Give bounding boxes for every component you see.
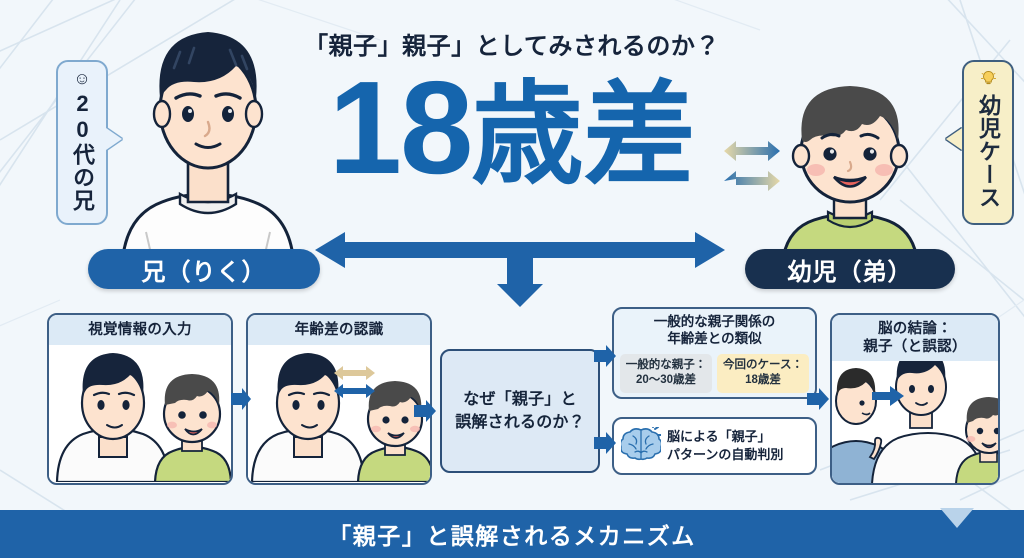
label-toddler: 幼児（弟） (745, 249, 955, 289)
lightbulb-icon (980, 70, 997, 91)
comparison-title: 一般的な親子関係の 年齢差との類似 (653, 314, 776, 346)
flow-arrow-2-to-question (414, 400, 436, 422)
brain-pattern-text: 脳による「親子」 パターンの自動判別 (667, 428, 783, 463)
flow-step-age-gap-recognition: 年齢差の認識 (246, 313, 432, 485)
comparison-panel: 一般的な親子関係の 年齢差との類似 一般的な親子： 20〜30歳差 今回のケース… (612, 307, 817, 399)
smiley-face-icon: ☺ (73, 69, 91, 88)
callout-right-label: 幼児ケース (975, 94, 1001, 209)
hero-number: 18歳差 (0, 62, 1024, 201)
flow-question-text: なぜ「親子」と 誤解されるのか？ (455, 390, 585, 431)
callout-left-brother: ☺ 20代の兄 (56, 60, 108, 225)
brain-pattern-line2: パターンの自動判別 (667, 447, 784, 462)
flow-step-1-title: 視覚情報の入力 (49, 315, 231, 346)
flow-step-2-title: 年齢差の認識 (248, 315, 430, 346)
flow-step-2-image (248, 345, 430, 483)
flow-step-visual-input: 視覚情報の入力 (47, 313, 233, 485)
callout-right-toddler: 幼児ケース (962, 60, 1014, 225)
flow-conclusion-line2: 親子（と誤認） (863, 339, 967, 356)
page-title: 「親子」親子」としてみされるのか？ (304, 33, 720, 60)
flow-conclusion-image (832, 349, 998, 483)
age-gap-connector-arrow (315, 232, 725, 307)
flow-arrow-question-to-comparison (594, 345, 616, 367)
comparison-row: 一般的な親子： 20〜30歳差 今回のケース： 18歳差 (620, 353, 809, 393)
flow-question-box: なぜ「親子」と 誤解されるのか？ (440, 349, 600, 473)
comparison-cell-typical-value: 20〜30歳差 (635, 374, 697, 387)
flow-step-conclusion: 脳の結論： 親子（と誤認） (830, 313, 1000, 485)
comparison-cell-typical-label: 一般的な親子： (625, 358, 707, 371)
hero-number-value: 18 (328, 54, 474, 201)
callout-right-tail (946, 128, 962, 150)
comparison-cell-typical: 一般的な親子： 20〜30歳差 (620, 353, 712, 393)
bottom-banner-text: 「親子」と誤解されるメカニズム (328, 523, 696, 549)
brain-pattern-line1: 脳による「親子」 (667, 429, 771, 445)
flow-arrow-1-to-2 (231, 388, 251, 410)
flow-conclusion-title: 脳の結論： 親子（と誤認） (832, 315, 998, 362)
label-brother: 兄（りく） (88, 249, 320, 289)
comparison-cell-current: 今回のケース： 18歳差 (717, 353, 809, 393)
brain-pattern-panel: 脳による「親子」 パターンの自動判別 (612, 417, 817, 475)
hero-number-unit: 歳差 (471, 72, 696, 197)
comparison-cell-current-label: 今回のケース： (723, 358, 803, 371)
comparison-cell-current-value: 18歳差 (745, 374, 781, 387)
flow-step-1-image (49, 345, 231, 483)
callout-left-tail (106, 128, 122, 150)
bottom-banner: 「親子」と誤解されるメカニズム (0, 510, 1024, 558)
flow-conclusion-line1: 脳の結論： (878, 321, 952, 337)
flow-arrow-question-to-brain (594, 432, 616, 454)
brain-icon (619, 422, 663, 466)
callout-left-label: 20代の兄 (69, 91, 95, 212)
flow-arrow-to-conclusion (807, 388, 829, 410)
